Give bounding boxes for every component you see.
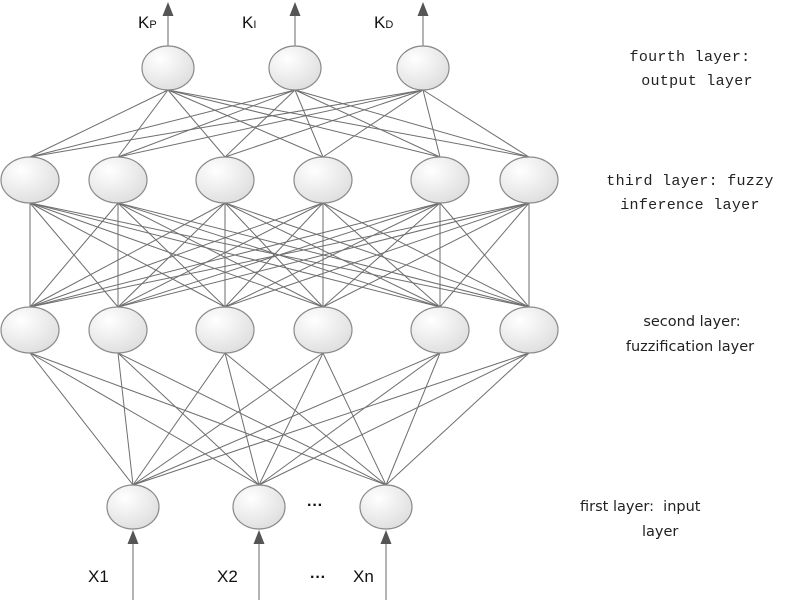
- output-arrow-1-head-icon: [162, 2, 174, 16]
- layer-label-second: second layer: fuzzification layer: [590, 310, 790, 360]
- edge-fuzzy-inference-4-to-fuzzification-3: [322, 202, 441, 308]
- edge-output-1-to-fuzzy-inference-4: [294, 89, 441, 158]
- input-label-xn: Xn: [353, 567, 374, 586]
- edge-fuzzy-inference-5-to-fuzzification-1: [117, 202, 530, 308]
- edge-fuzzification-3-to-input-2: [322, 352, 387, 486]
- node-fuzzy-inference-4: [293, 156, 353, 204]
- edge-fuzzification-5-to-input-1: [258, 352, 530, 486]
- node-fuzzification-6: [499, 306, 559, 354]
- edge-fuzzification-4-to-input-2: [385, 352, 441, 486]
- ellipsis-nodes: ···: [307, 497, 323, 514]
- edge-output-1-to-fuzzy-inference-1: [117, 89, 296, 158]
- edge-output-2-to-fuzzy-inference-2: [224, 89, 424, 158]
- edge-output-0-to-fuzzy-inference-2: [167, 89, 226, 158]
- node-fuzzy-inference-1: [0, 156, 60, 204]
- node-output-3: [396, 45, 450, 91]
- node-fuzzy-inference-5: [410, 156, 470, 204]
- node-fuzzification-2: [88, 306, 148, 354]
- layer-label-fourth: fourth layer: output layer: [590, 46, 790, 94]
- edge-output-2-to-fuzzy-inference-5: [422, 89, 530, 158]
- edge-fuzzification-4-to-input-0: [132, 352, 441, 486]
- layer-label-first-line1: first layer: input: [580, 499, 701, 515]
- layer-label-first: first layer: input layer: [580, 495, 760, 545]
- edge-fuzzy-inference-5-to-fuzzification-3: [322, 202, 530, 308]
- edge-fuzzification-0-to-input-2: [29, 352, 387, 486]
- layer-label-third: third layer: fuzzy inference layer: [580, 170, 800, 218]
- node-fuzzification-4: [293, 306, 353, 354]
- edge-fuzzy-inference-3-to-fuzzification-2: [224, 202, 324, 308]
- node-fuzzy-inference-6: [499, 156, 559, 204]
- edge-output-1-to-fuzzy-inference-5: [294, 89, 530, 158]
- input-label-x1: X1: [88, 567, 109, 586]
- input-arrow-2-head-icon: [253, 530, 265, 544]
- node-fuzzy-inference-3: [195, 156, 255, 204]
- node-fuzzification-1: [0, 306, 60, 354]
- ellipsis-inputs: ···: [310, 569, 326, 586]
- output-label-ki: KI: [242, 13, 256, 32]
- edge-output-0-to-fuzzy-inference-5: [167, 89, 530, 158]
- edge-output-1-to-fuzzy-inference-2: [224, 89, 296, 158]
- output-arrow-2-head-icon: [289, 2, 301, 16]
- neuron-nodes: [0, 45, 559, 530]
- edge-output-2-to-fuzzy-inference-1: [117, 89, 424, 158]
- edge-fuzzification-1-to-input-2: [117, 352, 387, 486]
- node-output-2: [268, 45, 322, 91]
- layer-label-second-line2: fuzzification layer: [625, 339, 755, 355]
- edge-output-2-to-fuzzy-inference-3: [322, 89, 424, 158]
- edge-fuzzification-0-to-input-1: [29, 352, 260, 486]
- layer-label-second-line1: second layer:: [643, 314, 741, 330]
- edge-fuzzy-inference-3-to-fuzzification-0: [29, 202, 324, 308]
- layer-label-first-line2: layer: [642, 524, 679, 540]
- edge-fuzzy-inference-4-to-fuzzification-0: [29, 202, 441, 308]
- edge-fuzzification-5-to-input-2: [385, 352, 530, 486]
- layer-label-fourth-line1: fourth layer:: [629, 49, 751, 66]
- edge-fuzzification-4-to-input-1: [258, 352, 441, 486]
- layer-label-third-line1: third layer: fuzzy: [606, 173, 774, 190]
- edge-fuzzification-2-to-input-1: [224, 352, 260, 486]
- edge-fuzzy-inference-2-to-fuzzification-1: [117, 202, 226, 308]
- edge-fuzzy-inference-4-to-fuzzification-2: [224, 202, 441, 308]
- edge-output-2-to-fuzzy-inference-0: [29, 89, 424, 158]
- io-arrows: [127, 2, 429, 600]
- edge-fuzzy-inference-5-to-fuzzification-0: [29, 202, 530, 308]
- node-input-3: [359, 484, 413, 530]
- node-output-1: [141, 45, 195, 91]
- edge-fuzzy-inference-3-to-fuzzification-1: [117, 202, 324, 308]
- edge-fuzzy-inference-2-to-fuzzification-0: [29, 202, 226, 308]
- edge-fuzzification-5-to-input-0: [132, 352, 530, 486]
- output-label-kp: KP: [138, 13, 157, 32]
- output-arrow-3-head-icon: [417, 2, 429, 16]
- edge-fuzzification-2-to-input-2: [224, 352, 387, 486]
- edge-output-0-to-fuzzy-inference-3: [167, 89, 324, 158]
- node-fuzzy-inference-2: [88, 156, 148, 204]
- edge-fuzzy-inference-5-to-fuzzification-4: [439, 202, 530, 308]
- edge-fuzzification-3-to-input-1: [258, 352, 324, 486]
- node-fuzzification-5: [410, 306, 470, 354]
- node-input-1: [106, 484, 160, 530]
- layer-label-fourth-line2: output layer: [641, 73, 753, 90]
- node-fuzzification-3: [195, 306, 255, 354]
- edge-fuzzification-1-to-input-0: [117, 352, 134, 486]
- input-label-x2: X2: [217, 567, 238, 586]
- edge-output-0-to-fuzzy-inference-1: [117, 89, 169, 158]
- edge-fuzzy-inference-5-to-fuzzification-2: [224, 202, 530, 308]
- edge-output-0-to-fuzzy-inference-0: [29, 89, 169, 158]
- layer-label-third-line2: inference layer: [620, 197, 760, 214]
- edge-fuzzification-3-to-input-0: [132, 352, 324, 486]
- edge-fuzzification-0-to-input-0: [29, 352, 134, 486]
- edge-fuzzy-inference-1-to-fuzzification-0: [29, 202, 119, 308]
- connection-lines: [29, 89, 530, 486]
- edge-fuzzification-2-to-input-0: [132, 352, 226, 486]
- input-arrow-1-head-icon: [127, 530, 139, 544]
- node-input-2: [232, 484, 286, 530]
- output-label-kd: KD: [374, 13, 393, 32]
- edge-output-1-to-fuzzy-inference-3: [294, 89, 324, 158]
- edge-fuzzification-1-to-input-1: [117, 352, 260, 486]
- edge-output-2-to-fuzzy-inference-4: [422, 89, 441, 158]
- edge-output-0-to-fuzzy-inference-4: [167, 89, 441, 158]
- edge-output-1-to-fuzzy-inference-0: [29, 89, 296, 158]
- input-arrow-3-head-icon: [380, 530, 392, 544]
